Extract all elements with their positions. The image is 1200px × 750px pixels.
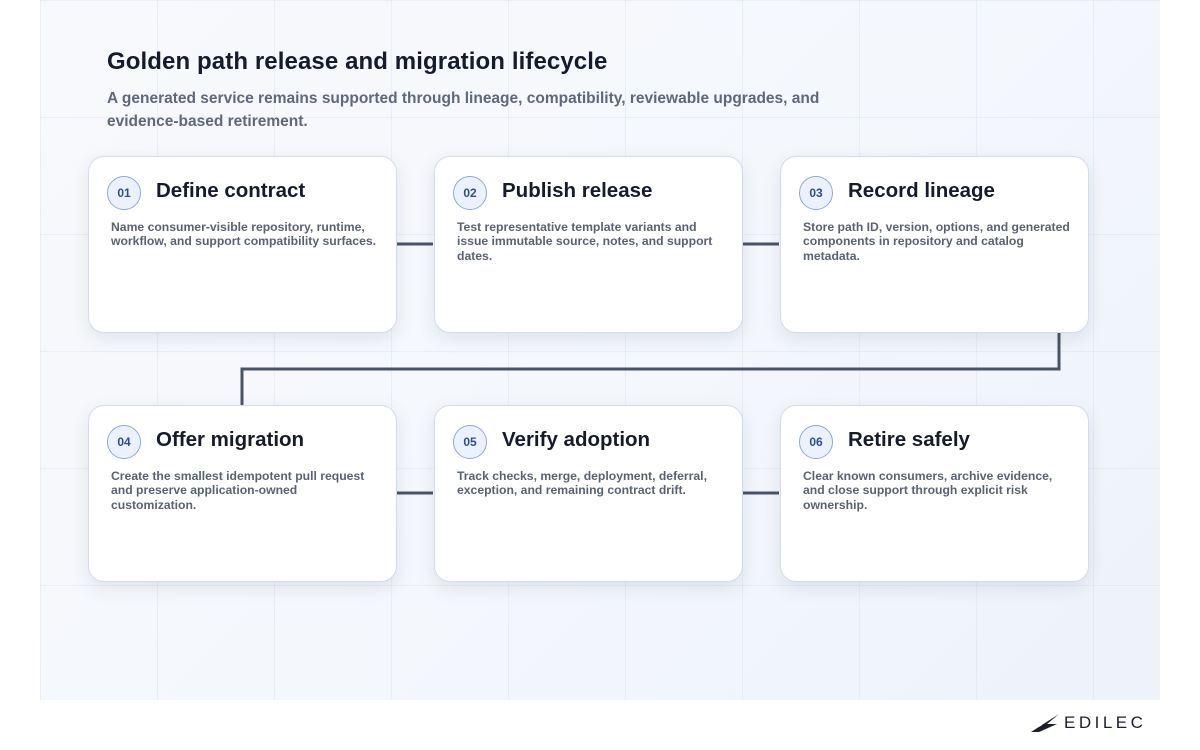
step-card-record-lineage: 03 Record lineage Store path ID, version… [780,156,1089,333]
page-title: Golden path release and migration lifecy… [107,48,608,75]
diagram-background [40,0,1160,700]
step-card-publish-release: 02 Publish release Test representative t… [434,156,743,333]
step-number-badge: 02 [453,176,487,210]
step-description: Clear known consumers, archive evidence,… [803,469,1053,512]
step-title: Record lineage [848,179,995,202]
step-card-define-contract: 01 Define contract Name consumer-visible… [88,156,397,333]
step-description: Name consumer-visible repository, runtim… [111,220,377,249]
connector-03-04 [240,333,1061,405]
step-title: Offer migration [156,428,305,451]
brand-name: EDILEC [1064,713,1147,732]
step-description: Create the smallest idempotent pull requ… [111,469,365,512]
step-card-retire-safely: 06 Retire safely Clear known consumers, … [780,405,1089,582]
step-title: Retire safely [848,428,970,451]
step-title: Define contract [156,179,306,202]
brand-logo: EDILEC [1030,710,1160,736]
step-number-badge: 06 [799,425,833,459]
step-number-badge: 03 [799,176,833,210]
step-number-badge: 01 [107,176,141,210]
step-card-offer-migration: 04 Offer migration Create the smallest i… [88,405,397,582]
wing-mark-icon [1031,714,1059,732]
step-number-badge: 05 [453,425,487,459]
step-description: Track checks, merge, deployment, deferra… [457,469,707,498]
step-number-badge: 04 [107,425,141,459]
step-title: Verify adoption [502,428,651,451]
step-title: Publish release [502,179,653,202]
page-subtitle: A generated service remains supported th… [107,90,820,130]
step-description: Store path ID, version, options, and gen… [803,220,1070,263]
step-description: Test representative template variants an… [457,220,713,263]
step-card-verify-adoption: 05 Verify adoption Track checks, merge, … [434,405,743,582]
